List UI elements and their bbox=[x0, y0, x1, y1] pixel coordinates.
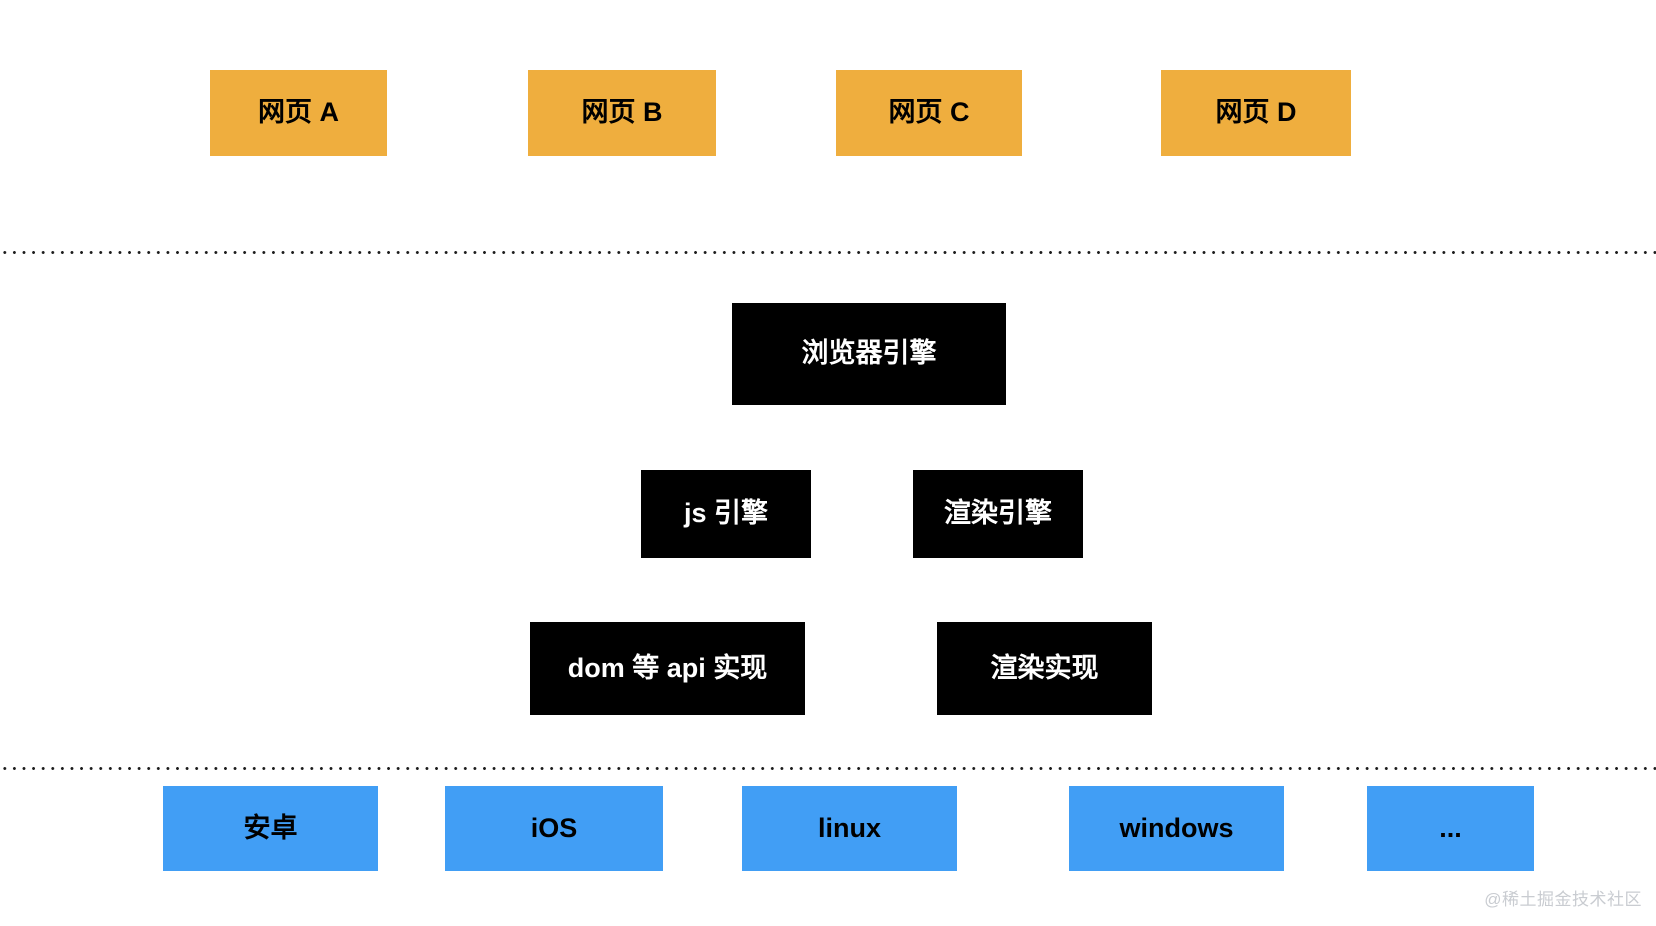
web-page-box-4: 网页 D bbox=[1161, 70, 1351, 156]
os-box-1: 安卓 bbox=[163, 786, 378, 871]
engine-box-1: 浏览器引擎 bbox=[732, 303, 1006, 405]
engine-box-5: 渲染实现 bbox=[937, 622, 1152, 715]
engine-box-3: 渲染引擎 bbox=[913, 470, 1083, 558]
web-page-box-1: 网页 A bbox=[210, 70, 387, 156]
os-box-2: iOS bbox=[445, 786, 663, 871]
os-box-3: linux bbox=[742, 786, 957, 871]
divider-web-engine bbox=[0, 250, 1656, 255]
web-page-box-2: 网页 B bbox=[528, 70, 716, 156]
web-page-box-3: 网页 C bbox=[836, 70, 1022, 156]
divider-engine-os bbox=[0, 766, 1656, 771]
engine-box-2: js 引擎 bbox=[641, 470, 811, 558]
os-box-4: windows bbox=[1069, 786, 1284, 871]
watermark: @稀土掘金技术社区 bbox=[1484, 890, 1642, 909]
os-box-5: ... bbox=[1367, 786, 1534, 871]
engine-box-4: dom 等 api 实现 bbox=[530, 622, 805, 715]
